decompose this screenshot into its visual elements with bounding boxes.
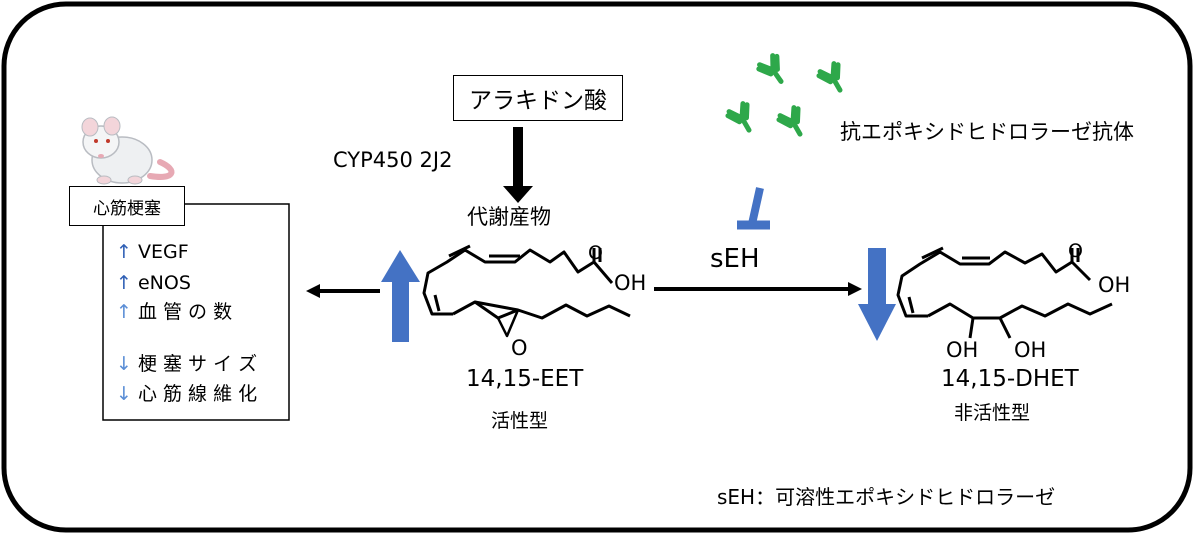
dhet-decrease-arrow	[858, 248, 896, 341]
up-arrow-icon: ↑	[116, 241, 132, 263]
effect-down-item: ↓ 梗 塞 サ イ ズ	[116, 355, 257, 374]
effects-title: 心筋梗塞	[93, 198, 161, 219]
metabolite-label: 代謝産物	[467, 205, 551, 229]
effect-text: VEGF	[137, 241, 189, 263]
effect-up-item: ↑ 血 管 の 数	[116, 303, 232, 322]
dhet-oh-label: OH	[1098, 273, 1131, 297]
dhet-structure	[896, 246, 1113, 339]
antibody-icons	[725, 53, 843, 137]
substrate-box: アラキドン酸	[453, 75, 623, 121]
eet-increase-arrow	[381, 250, 420, 342]
up-arrow-icon: ↑	[116, 272, 132, 294]
dhet-oh-right: OH	[1014, 338, 1047, 362]
dhet-oh-left: OH	[946, 338, 979, 362]
effect-text: 血 管 の 数	[137, 301, 233, 323]
metabolism-arrow	[503, 127, 533, 203]
effects-title-box: 心筋梗塞	[69, 186, 185, 226]
effect-down-item: ↓ 心 筋 線 維 化	[116, 385, 257, 404]
rat-icon	[81, 116, 175, 185]
effect-text: 心 筋 線 維 化	[137, 383, 258, 405]
eet-name: 14,15-EET	[466, 366, 584, 392]
cyp-enzyme-label: CYP450 2J2	[333, 148, 453, 172]
eet-epoxide-o: O	[511, 336, 528, 360]
up-arrow-icon: ↑	[116, 301, 132, 323]
effect-text: eNOS	[137, 272, 191, 294]
left-arrow	[306, 284, 380, 298]
inhibition-symbol	[737, 187, 770, 230]
dhet-name: 14,15-DHET	[941, 366, 1079, 392]
down-arrow-icon: ↓	[116, 353, 132, 375]
effects-box	[102, 203, 290, 421]
substrate-label: アラキドン酸	[469, 88, 607, 114]
seh-label: sEH	[710, 244, 760, 274]
eet-structure	[422, 244, 631, 338]
eet-oh-label: OH	[614, 271, 647, 295]
effect-up-item: ↑ VEGF	[116, 243, 189, 262]
antibody-label: 抗エポキシドヒドロラーゼ抗体	[840, 120, 1134, 144]
footnote: sEH：可溶性エポキシドヒドロラーゼ	[717, 485, 1056, 509]
dhet-carbonyl-o: O	[1068, 240, 1083, 262]
eet-activity: 活性型	[491, 410, 549, 432]
seh-reaction-arrow	[654, 282, 862, 296]
down-arrow-icon: ↓	[116, 383, 132, 405]
dhet-activity: 非活性型	[954, 402, 1031, 424]
effect-up-item: ↑ eNOS	[116, 274, 191, 293]
eet-carbonyl-o: O	[588, 242, 603, 264]
effect-text: 梗 塞 サ イ ズ	[137, 353, 258, 375]
